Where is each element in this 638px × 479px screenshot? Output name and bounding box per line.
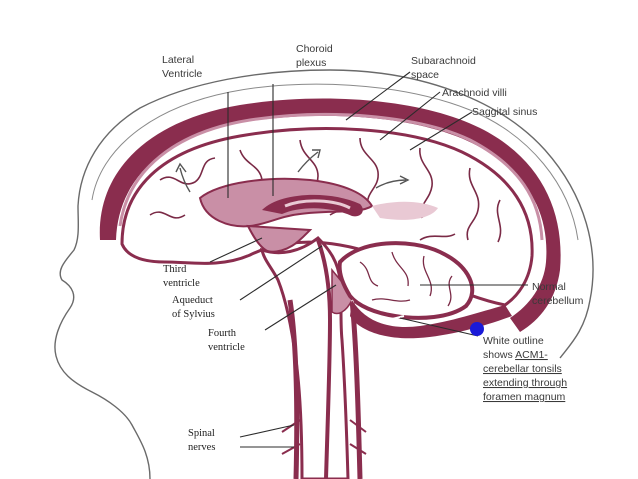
label-saggital-sinus: Saggital sinus — [472, 106, 537, 118]
label-lateral-ventricle: Lateral Ventricle — [162, 54, 202, 80]
spinal-nerve-roots — [281, 419, 367, 455]
spinal-canal — [316, 239, 333, 479]
label-spinal-nerves: Spinal nerves — [188, 428, 217, 453]
label-choroid-plexus: Choroid plexus — [296, 43, 336, 69]
cerebellum-folia — [359, 251, 453, 307]
flow-arrow-3 — [375, 179, 407, 189]
sinus-band — [118, 112, 544, 241]
scalp-outline — [91, 83, 579, 241]
label-subarachnoid-space: Subarachnoid space — [411, 55, 479, 81]
spinal-canal-outer — [287, 299, 300, 479]
blue-marker-dot — [470, 322, 484, 336]
flow-arrows — [175, 149, 410, 193]
label-arachnoid-villi: Arachnoid villi — [442, 87, 507, 99]
fornix-shape — [372, 201, 438, 220]
choroid-plexus-shape — [262, 194, 363, 217]
leader-lines — [209, 71, 528, 448]
corpus-highlight — [284, 199, 351, 210]
label-fourth-ventricle: Fourth ventricle — [208, 328, 245, 353]
flow-arrow-2-head — [312, 149, 321, 159]
label-aqueduct-of-sylvius: Aqueduct of Sylvius — [172, 295, 215, 320]
flow-arrow-2 — [297, 151, 319, 173]
flow-arrow-1-head — [175, 162, 187, 173]
flow-arrow-3-head — [399, 175, 410, 185]
head-outline — [54, 69, 594, 479]
label-normal-cerebellum: Normal cerebellum — [532, 281, 584, 307]
label-third-ventricle: Third ventricle — [163, 264, 200, 289]
flow-arrow-1 — [179, 167, 191, 193]
acm1-link[interactable]: ACM1- — [515, 349, 548, 361]
note-acm1: White outline shows ACM1- cerebellar ton… — [483, 335, 570, 403]
